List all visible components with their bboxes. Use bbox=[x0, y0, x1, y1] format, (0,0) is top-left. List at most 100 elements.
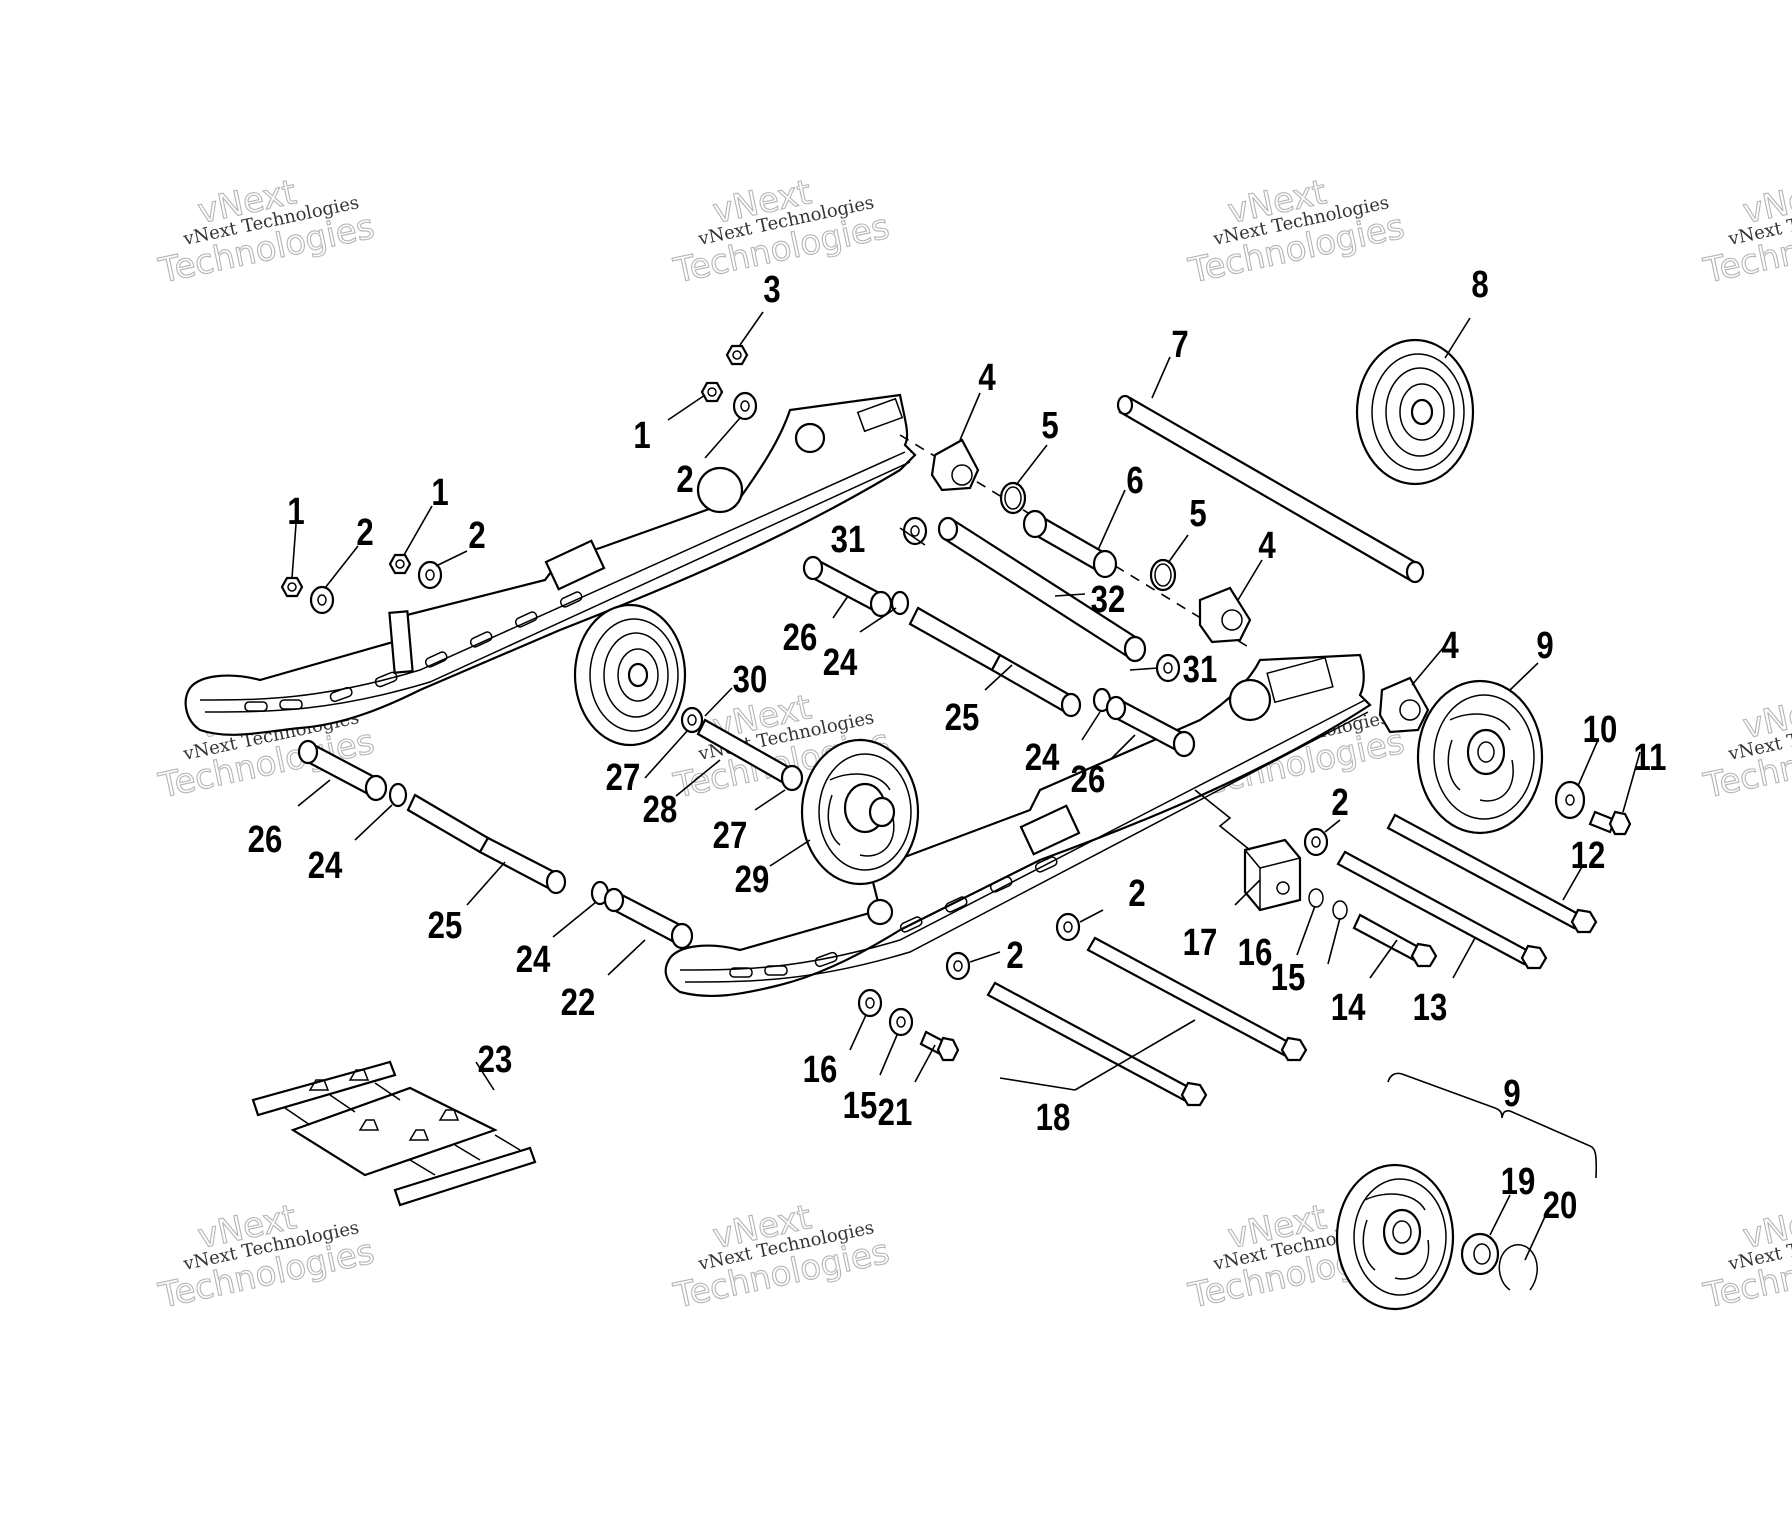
bolt-13 bbox=[1336, 850, 1548, 970]
nut-3 bbox=[725, 344, 749, 366]
left-slide-rail bbox=[184, 393, 917, 736]
bolt-18a bbox=[1086, 936, 1308, 1062]
callout-26: 26 bbox=[783, 617, 818, 659]
callout-23: 23 bbox=[478, 1039, 513, 1081]
callout-28: 28 bbox=[643, 789, 678, 831]
watermark: vNext vNext Technologies Technologies bbox=[1184, 172, 1408, 292]
callout-2: 2 bbox=[356, 512, 373, 554]
bolt-21 bbox=[919, 1030, 960, 1062]
spacer-26a bbox=[297, 739, 388, 802]
washer-2c bbox=[732, 391, 758, 421]
callout-1: 1 bbox=[633, 415, 650, 457]
washer-27b bbox=[780, 764, 804, 792]
circlip-20 bbox=[1498, 1244, 1538, 1291]
wheel-9-lower bbox=[1335, 1163, 1455, 1311]
callout-2: 2 bbox=[468, 515, 485, 557]
callout-8: 8 bbox=[1471, 264, 1488, 306]
callout-1: 1 bbox=[431, 472, 448, 514]
bushing-4b bbox=[1198, 586, 1252, 644]
callout-4: 4 bbox=[1441, 625, 1459, 667]
callout-2: 2 bbox=[676, 459, 693, 501]
callout-14: 14 bbox=[1331, 987, 1366, 1029]
callout-10: 10 bbox=[1583, 709, 1618, 751]
callout-4: 4 bbox=[1258, 525, 1276, 567]
watermark: vNext vNext Technologies Technologies bbox=[669, 172, 893, 292]
spacer-26c bbox=[1105, 695, 1196, 758]
callout-11: 11 bbox=[1634, 737, 1667, 779]
washer-10 bbox=[1554, 780, 1586, 820]
watermark: vNext vNext Technologies Technologies bbox=[1699, 1197, 1792, 1317]
callout-24: 24 bbox=[1025, 737, 1060, 779]
wheel-9-upper bbox=[1416, 679, 1544, 835]
axle-25a bbox=[406, 793, 567, 895]
wheel-29 bbox=[800, 738, 920, 886]
bracket-9 bbox=[1387, 1072, 1598, 1179]
callout-30: 30 bbox=[733, 659, 768, 701]
rail-slots bbox=[244, 591, 583, 712]
nut-1c bbox=[700, 381, 724, 403]
callout-5: 5 bbox=[1041, 405, 1058, 447]
callout-12: 12 bbox=[1571, 835, 1606, 877]
spacer-22 bbox=[603, 887, 694, 950]
nut-1a bbox=[280, 576, 304, 598]
callout-31: 31 bbox=[1183, 649, 1218, 691]
callout-27: 27 bbox=[713, 815, 748, 857]
washer-31a bbox=[902, 516, 928, 546]
washer-2f bbox=[945, 951, 971, 981]
ring-24a bbox=[388, 782, 408, 808]
axle-25b bbox=[908, 606, 1082, 718]
ring-5a bbox=[999, 481, 1027, 515]
callout-31: 31 bbox=[831, 519, 866, 561]
callout-18: 18 bbox=[1036, 1097, 1071, 1139]
callout-24: 24 bbox=[308, 845, 343, 887]
callout-15: 15 bbox=[1271, 957, 1306, 999]
block-17 bbox=[1243, 838, 1302, 912]
callouts: 1 2 1 2 1 2 3 4 5 6 5 4 7 8 4 9 10 11 12… bbox=[248, 264, 1667, 1227]
watermark: vNext vNext Technologies Technologies bbox=[669, 1197, 893, 1317]
bolt-11 bbox=[1588, 810, 1632, 836]
callout-2: 2 bbox=[1331, 782, 1348, 824]
callout-4: 4 bbox=[978, 357, 996, 399]
bearing-19 bbox=[1460, 1232, 1500, 1276]
callout-15: 15 bbox=[843, 1085, 878, 1127]
callout-24: 24 bbox=[516, 939, 551, 981]
callout-22: 22 bbox=[561, 982, 596, 1024]
callout-3: 3 bbox=[763, 269, 780, 311]
callout-24: 24 bbox=[823, 642, 858, 684]
nut-1b bbox=[388, 553, 412, 575]
callout-6: 6 bbox=[1126, 460, 1143, 502]
callout-16: 16 bbox=[803, 1049, 838, 1091]
callout-7: 7 bbox=[1171, 324, 1188, 366]
callout-2: 2 bbox=[1006, 935, 1023, 977]
rail-slots bbox=[729, 856, 1058, 978]
bushing-4c bbox=[1378, 676, 1430, 734]
callout-19: 19 bbox=[1501, 1161, 1536, 1203]
wheel-8 bbox=[1355, 338, 1475, 486]
washer-2d bbox=[1303, 827, 1329, 857]
watermark: vNext vNext Technologies Technologies bbox=[1699, 687, 1792, 807]
ring-5b bbox=[1149, 558, 1177, 592]
track-23 bbox=[251, 1060, 537, 1207]
washer-2a bbox=[309, 585, 335, 615]
callout-2: 2 bbox=[1128, 873, 1145, 915]
bolt-12 bbox=[1386, 813, 1598, 934]
callout-17: 17 bbox=[1183, 922, 1218, 964]
bushing-4a bbox=[930, 438, 980, 492]
callout-29: 29 bbox=[735, 859, 770, 901]
callout-21: 21 bbox=[878, 1092, 913, 1134]
callout-9: 9 bbox=[1536, 625, 1553, 667]
leader-17-bracket bbox=[1194, 789, 1251, 851]
ring-24c bbox=[890, 590, 910, 616]
spacer-6 bbox=[1022, 509, 1118, 579]
callout-5: 5 bbox=[1189, 493, 1206, 535]
washer-15b bbox=[888, 1007, 914, 1037]
callout-32: 32 bbox=[1091, 579, 1126, 621]
wheel-idler-left bbox=[573, 603, 687, 747]
callout-20: 20 bbox=[1543, 1185, 1578, 1227]
callout-27: 27 bbox=[606, 757, 641, 799]
leader-lines bbox=[291, 311, 1641, 1261]
callout-1: 1 bbox=[287, 491, 304, 533]
washer-27a bbox=[680, 706, 704, 734]
callout-25: 25 bbox=[428, 905, 463, 947]
